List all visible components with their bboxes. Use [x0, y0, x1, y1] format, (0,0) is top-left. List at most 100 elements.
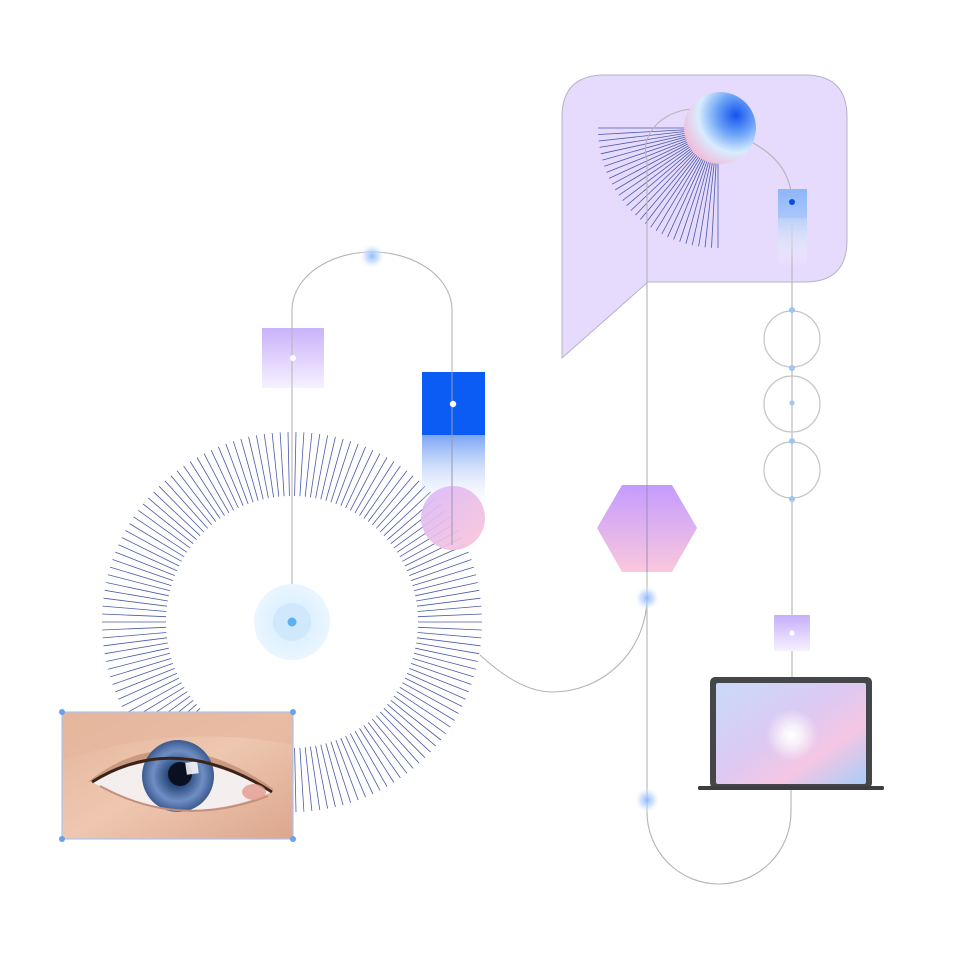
burst-ray [367, 722, 408, 774]
burst-ray [125, 530, 182, 562]
burst-ray [315, 745, 328, 809]
bottom-curve-line [646, 597, 792, 885]
burst-ray [412, 658, 475, 678]
handle-bottom-right [290, 836, 296, 842]
burst-ray [383, 708, 431, 753]
burst-ray [416, 589, 480, 602]
burst-ray [271, 432, 280, 497]
burst-ray [189, 461, 225, 516]
burst-ray [176, 470, 217, 522]
eye-tear-duct [242, 784, 266, 800]
fan-ray [602, 132, 701, 161]
burst-ray [304, 747, 313, 812]
burst-ray [399, 686, 455, 721]
burst-ray [413, 652, 477, 670]
burst-ray [102, 632, 167, 639]
burst-ray [310, 746, 321, 811]
fan-ray [655, 143, 710, 232]
burst-ray [409, 668, 469, 693]
glow-node-mid [634, 585, 660, 611]
burst-ray [325, 743, 344, 806]
burst-ray [406, 672, 466, 700]
eye-photo [62, 712, 293, 839]
fan-ray [630, 140, 706, 211]
burst-ray [416, 642, 480, 655]
burst-ray [340, 738, 366, 798]
burst-ray [410, 559, 472, 581]
fan-ray [600, 131, 701, 155]
eye-photo-frame [61, 711, 294, 840]
burst-ray [416, 597, 481, 607]
burst-ray [415, 647, 478, 662]
burst-ray [118, 544, 178, 572]
burst-ray [106, 647, 169, 662]
eye-brow-area [62, 712, 293, 760]
burst-ray [354, 730, 388, 787]
burst-ray [415, 582, 478, 597]
burst-ray [183, 465, 221, 519]
center-dot [287, 617, 297, 627]
small-blue-square-dot [789, 199, 795, 205]
burst-ray [299, 747, 305, 812]
burst-ray [164, 480, 208, 529]
burst-ray [232, 441, 254, 503]
burst-ray [121, 677, 180, 707]
chain-dot [789, 496, 795, 502]
eye-photo-handles [59, 709, 296, 842]
burst-ray [103, 637, 168, 647]
fan-ray [626, 139, 705, 207]
fan-ray [622, 138, 704, 201]
burst-ray [387, 703, 437, 747]
fan-ray [604, 133, 702, 167]
eye-highlight [185, 761, 199, 775]
glow-node-low [634, 787, 660, 813]
eye-upper-lashes [91, 756, 273, 794]
lavender-square-dot [290, 355, 296, 361]
chain-dot [789, 365, 795, 371]
burst-ray [310, 433, 321, 498]
fan-ray [599, 130, 701, 148]
fan-ray [650, 142, 709, 228]
pink-circle [421, 486, 485, 550]
burst-ray [417, 632, 482, 639]
handle-top-right [290, 709, 296, 715]
burst-ray [345, 735, 374, 795]
burst-ray [315, 435, 328, 499]
burst-ray [335, 443, 359, 505]
burst-ray [287, 431, 290, 497]
burst-ray [299, 432, 305, 497]
chain-circle-2 [763, 375, 821, 433]
burst-ray [404, 677, 463, 707]
glow-node-top [359, 243, 385, 269]
burst-ray [142, 503, 194, 545]
laptop-screen-glow [766, 709, 818, 761]
burst-ray [367, 470, 408, 522]
burst-ray [417, 605, 482, 612]
burst-ray [294, 747, 297, 813]
burst-ray [330, 441, 352, 503]
burst-ray [129, 523, 185, 558]
burst-ray [102, 613, 167, 618]
burst-ray [354, 457, 388, 514]
burst-ray [203, 453, 234, 511]
burst-ray [402, 682, 459, 714]
burst-ray [379, 486, 426, 533]
burst-ray [359, 461, 395, 516]
burst-ray [350, 453, 381, 511]
fan-ray [598, 128, 701, 135]
burst-ray [112, 559, 174, 581]
burst-ray [371, 718, 414, 769]
burst-ray [256, 435, 269, 499]
chain-dot [789, 438, 795, 444]
handle-bottom-left [59, 836, 65, 842]
burst-ray [104, 589, 168, 602]
gradient-sphere [684, 92, 756, 164]
chain-dot [789, 400, 795, 406]
burst-ray [416, 637, 481, 647]
burst-ray [413, 574, 477, 592]
fan-ray [611, 136, 703, 185]
burst-ray [363, 465, 401, 519]
burst-ray [102, 605, 167, 612]
burst-ray [345, 449, 374, 509]
